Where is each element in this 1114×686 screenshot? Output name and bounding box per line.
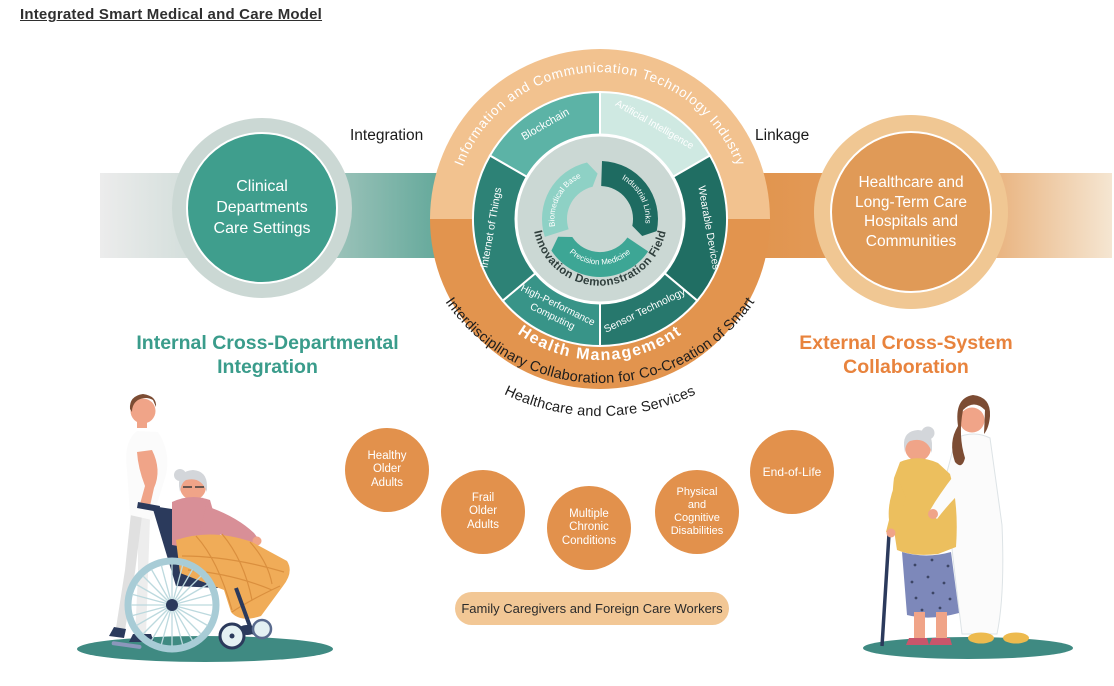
page-title: Integrated Smart Medical and Care Model: [20, 6, 323, 23]
object-on-ground: [111, 641, 142, 649]
elder-skirt: [902, 552, 959, 618]
nurse: [946, 395, 1029, 644]
elder-hair: [903, 430, 933, 453]
elder-shoe-left: [906, 638, 929, 645]
left-circle: [186, 132, 338, 284]
man-hair: [129, 394, 157, 412]
skirt-polka-dots: [910, 558, 952, 612]
man-head: [130, 398, 156, 424]
caregivers-pill: Family Caregivers and Foreign Care Worke…: [455, 592, 729, 625]
elder-cardigan: [892, 458, 957, 555]
illustration-wheelchair-scene: [77, 394, 333, 662]
right-heading: External Cross-System Collaboration: [799, 332, 1013, 378]
population-label-disabilities: Physical and Cognitive Disabilities: [670, 486, 724, 537]
illustration-walking-assist-scene: [863, 395, 1073, 659]
cycle-arrow-biomedical-base: [541, 162, 598, 237]
population-label-chronic: Multiple Chronic Conditions: [561, 507, 617, 547]
ground-shadow-right: [863, 637, 1073, 659]
older-woman-with-cane: [880, 426, 959, 647]
population-label-healthy: Healthy Older Adults: [367, 449, 407, 489]
nurse-supporting-arm: [929, 465, 964, 519]
innovation-cycle: [541, 161, 658, 277]
cycle-arrow-precision-medicine: [551, 236, 649, 277]
population-circle-end-of-life: [750, 430, 834, 514]
integration-label: Integration: [350, 127, 424, 144]
population-circle-healthy: [345, 428, 429, 512]
elder-hand: [886, 528, 896, 538]
man-arm: [137, 450, 158, 506]
woman-hand: [252, 536, 262, 546]
nurse-head: [959, 407, 985, 433]
population-circles: [345, 428, 834, 570]
left-circle-text: Clinical Departments Care Settings: [213, 178, 311, 237]
side-caster-wheel: [251, 618, 273, 640]
wheelchair-wheels: [124, 557, 273, 653]
elder-leg-left: [914, 612, 925, 639]
cane: [880, 533, 891, 647]
nurse-hair: [952, 395, 991, 466]
nurse-hand: [928, 509, 938, 519]
left-heading: Internal Cross-Departmental Integration: [136, 332, 399, 378]
inner-ring-disc: [514, 133, 686, 305]
front-caster-hub: [229, 633, 235, 639]
right-circle: [830, 131, 992, 293]
woman-arm: [200, 506, 260, 548]
linkage-label: Linkage: [755, 127, 810, 144]
population-circle-disabilities: [655, 470, 739, 554]
ground-shadow-left: [77, 636, 333, 662]
wheel-tire: [124, 557, 220, 653]
population-label-frail: Frail Older Adults: [467, 491, 499, 531]
man-shoe-back: [109, 627, 126, 638]
man-leg-back: [116, 513, 142, 630]
wheel-hub: [166, 599, 178, 611]
population-label-end-of-life: End-of-Life: [762, 464, 822, 479]
elder-shoe-right: [929, 638, 952, 645]
elder-arm: [886, 478, 906, 535]
technology-wheel: Information and Communication Technology…: [430, 49, 770, 389]
population-circle-frail: [441, 470, 525, 554]
woman-hair: [178, 470, 207, 492]
nurse-shoe-right: [1003, 632, 1029, 644]
elder-leg-right: [936, 612, 947, 639]
population-circle-chronic: [547, 486, 631, 570]
right-circle-text: Healthcare and Long-Term Care Hospitals …: [855, 174, 967, 250]
nurse-shoe-left: [968, 632, 994, 644]
cycle-arrow-industrial-links: [601, 161, 658, 236]
